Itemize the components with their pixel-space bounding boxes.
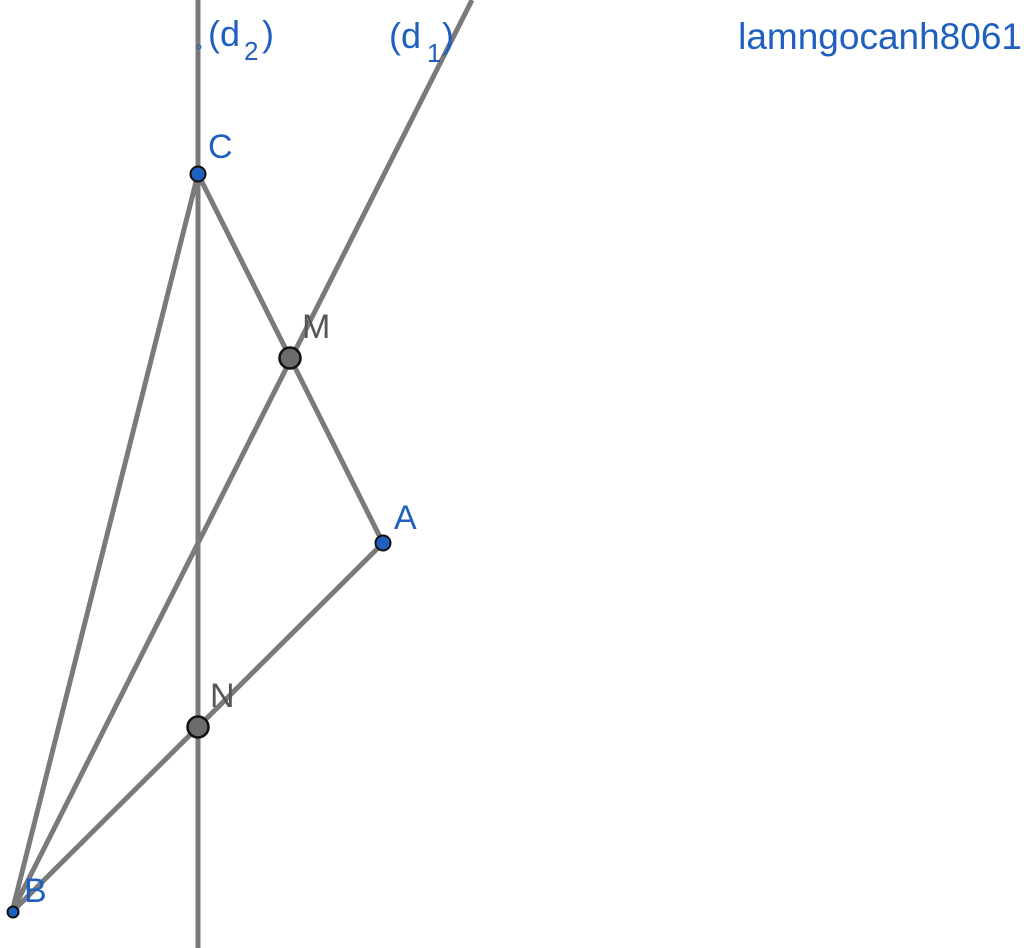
line-d2-anchor-dot: [196, 44, 202, 50]
label-d2-close: ): [262, 13, 274, 54]
segment-bc: [9, 173, 201, 913]
point-b[interactable]: [6, 905, 20, 919]
label-n: N: [210, 677, 235, 715]
label-d1-sub: 1: [427, 38, 441, 68]
label-d2-open: (d: [208, 13, 240, 54]
point-n[interactable]: [186, 715, 210, 739]
label-d1: (d 1 ): [389, 15, 454, 68]
label-d1-close: ): [442, 15, 454, 56]
label-d2: (d 2 ): [208, 13, 274, 66]
author-credit: lamngocanh8061: [738, 16, 1022, 57]
label-c: C: [208, 128, 233, 166]
label-m: M: [302, 308, 330, 346]
line-d1: [9, 0, 475, 914]
label-d1-open: (d: [389, 15, 421, 56]
label-d2-sub: 2: [244, 36, 258, 66]
label-b: B: [24, 872, 47, 910]
point-m[interactable]: [278, 346, 302, 370]
point-a[interactable]: [374, 534, 392, 552]
label-a: A: [394, 499, 417, 537]
point-c[interactable]: [189, 165, 207, 183]
